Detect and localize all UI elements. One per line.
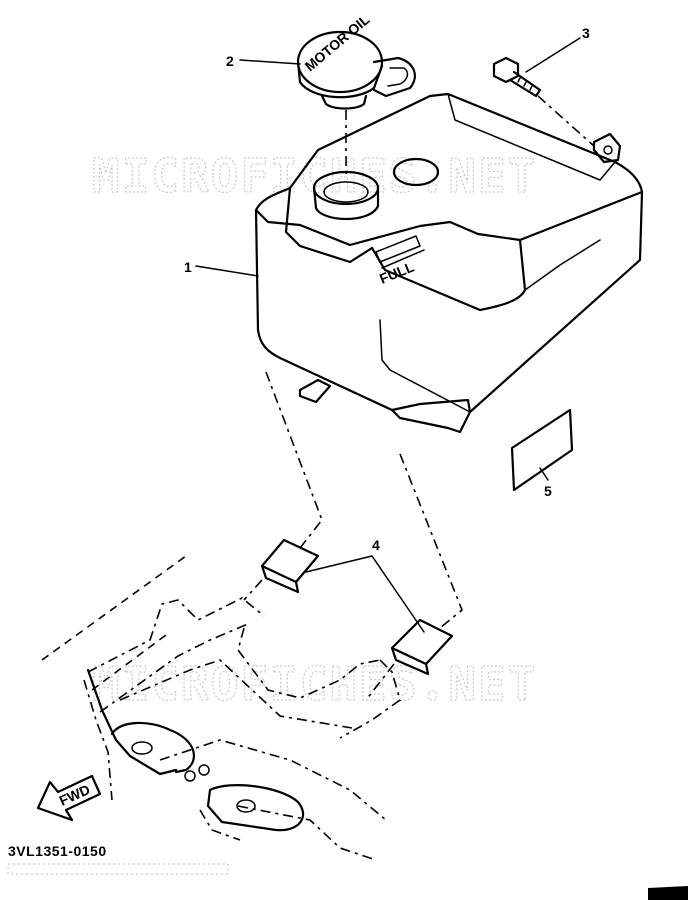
bolt (492, 56, 542, 98)
fwd-marking: FWD (57, 781, 93, 809)
damper-lower (390, 618, 454, 676)
warning-label (510, 408, 574, 492)
callout-1: 1 (184, 259, 192, 275)
drawing-number: 3VL1351-0150 (8, 843, 107, 859)
leader-lines (195, 37, 581, 633)
cap-marking: MOTOR OIL (302, 11, 373, 74)
tank-full-marking: FULL (377, 258, 417, 286)
faded-stamp (7, 863, 229, 875)
page-corner-mark (648, 886, 688, 900)
damper-upper (260, 538, 320, 594)
callout-2: 2 (226, 53, 234, 69)
watermark-bottom: MICROFICHES.NET (92, 657, 537, 711)
assembly-guides (243, 95, 595, 701)
callout-4: 4 (372, 537, 380, 553)
oil-tank: FULL (254, 92, 644, 434)
callout-3: 3 (582, 25, 590, 41)
frame-outline (41, 555, 401, 861)
filler-cap: MOTOR OIL (296, 11, 416, 110)
forward-arrow-icon: FWD (36, 774, 102, 822)
callout-5: 5 (544, 483, 552, 499)
